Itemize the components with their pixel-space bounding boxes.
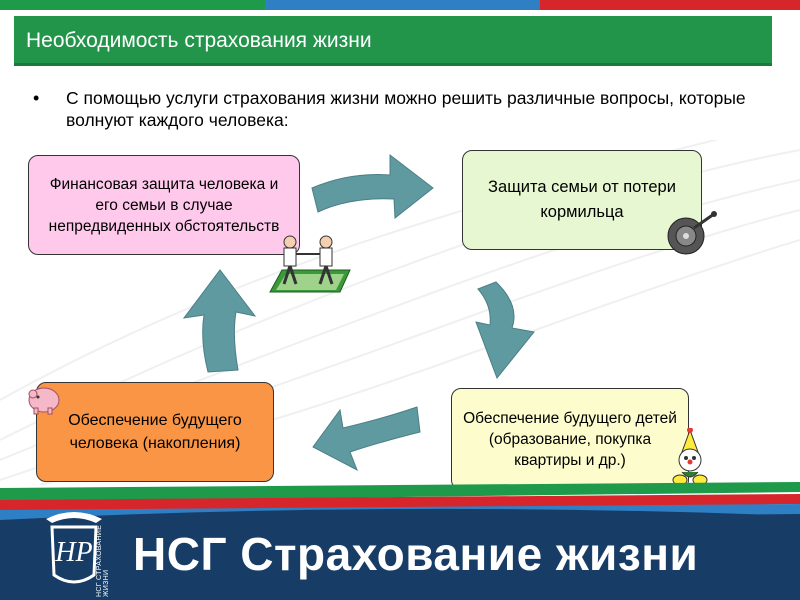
- arrow-bottom: [312, 406, 421, 472]
- family-protection-box: Защита семьи от потери кормильца: [462, 150, 702, 250]
- future-children-box: Обеспечение будущего детей (образование,…: [451, 388, 689, 490]
- arrow-right: [475, 281, 535, 379]
- piggy-bank-icon: [28, 387, 60, 415]
- nsg-logo-icon: НР: [46, 512, 102, 584]
- title-bar: Необходимость страхования жизни: [14, 16, 772, 66]
- brand-name: НСГ Страхование жизни: [133, 528, 699, 580]
- gramophone-icon: [667, 211, 717, 255]
- bullet-point: •: [33, 88, 40, 108]
- footer-banner: [0, 482, 800, 600]
- top-color-stripe: [0, 0, 800, 10]
- clown-child-icon: [672, 428, 708, 486]
- page-title: Необходимость страхования жизни: [26, 29, 372, 52]
- arrow-top: [311, 153, 434, 219]
- arrow-left: [182, 269, 257, 373]
- logo-vertical-text: НСГ СТРАХОВАНИЕ ЖИЗНИ: [96, 524, 110, 597]
- svg-text:НР: НР: [54, 537, 92, 568]
- handshake-men-icon: [269, 235, 351, 293]
- intro-text: С помощью услуги страхования жизни можно…: [66, 88, 746, 130]
- future-person-box: Обеспечение будущего человека (накоплени…: [36, 382, 274, 482]
- financial-protection-box: Финансовая защита человека и его семьи в…: [28, 155, 300, 255]
